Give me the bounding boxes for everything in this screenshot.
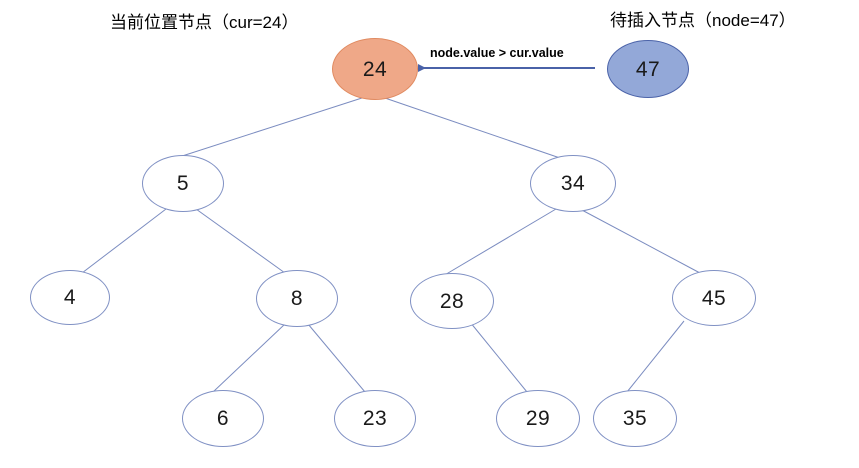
- tree-node-45[interactable]: 45: [672, 270, 756, 326]
- tree-edge-n34-n45: [579, 208, 701, 274]
- tree-node-label: 45: [701, 286, 727, 310]
- tree-node-6[interactable]: 6: [182, 390, 264, 447]
- tree-node-24[interactable]: 24: [332, 38, 418, 100]
- tree-node-label: 23: [362, 407, 388, 430]
- tree-edge-n28-n29: [469, 321, 528, 393]
- tree-node-label: 34: [560, 172, 586, 195]
- tree-edge-n5-n8: [195, 208, 286, 274]
- tree-edge-n24-n34: [381, 96, 561, 159]
- tree-edge-n34-n28: [442, 208, 557, 277]
- tree-node-35[interactable]: 35: [593, 390, 677, 447]
- tree-node-label: 5: [176, 172, 190, 195]
- caption-current-node: 当前位置节点（cur=24）: [110, 13, 299, 32]
- tree-node-47[interactable]: 47: [607, 40, 689, 98]
- tree-node-label: 35: [622, 407, 648, 430]
- tree-node-4[interactable]: 4: [30, 270, 110, 325]
- tree-node-label: 47: [635, 57, 661, 81]
- tree-edge-n5-n4: [81, 208, 167, 274]
- arrow-condition-label: node.value > cur.value: [430, 46, 564, 60]
- tree-node-34[interactable]: 34: [530, 155, 616, 212]
- tree-node-label: 8: [290, 287, 304, 310]
- tree-edge-n8-n6: [212, 323, 286, 393]
- tree-node-23[interactable]: 23: [334, 390, 416, 447]
- caption-insert-node: 待插入节点（node=47）: [610, 11, 796, 30]
- tree-edge-n24-n5: [175, 96, 366, 159]
- tree-node-label: 4: [63, 286, 77, 309]
- tree-edge-n45-n35: [626, 320, 685, 393]
- tree-node-label: 24: [362, 57, 388, 81]
- tree-node-29[interactable]: 29: [496, 390, 580, 447]
- tree-edge-n8-n23: [307, 323, 366, 393]
- tree-node-28[interactable]: 28: [410, 273, 494, 329]
- tree-node-label: 28: [439, 289, 465, 313]
- tree-node-5[interactable]: 5: [142, 155, 224, 212]
- tree-node-8[interactable]: 8: [256, 270, 338, 327]
- tree-edges: [81, 96, 701, 393]
- tree-node-label: 6: [216, 407, 230, 430]
- tree-node-label: 29: [525, 407, 551, 430]
